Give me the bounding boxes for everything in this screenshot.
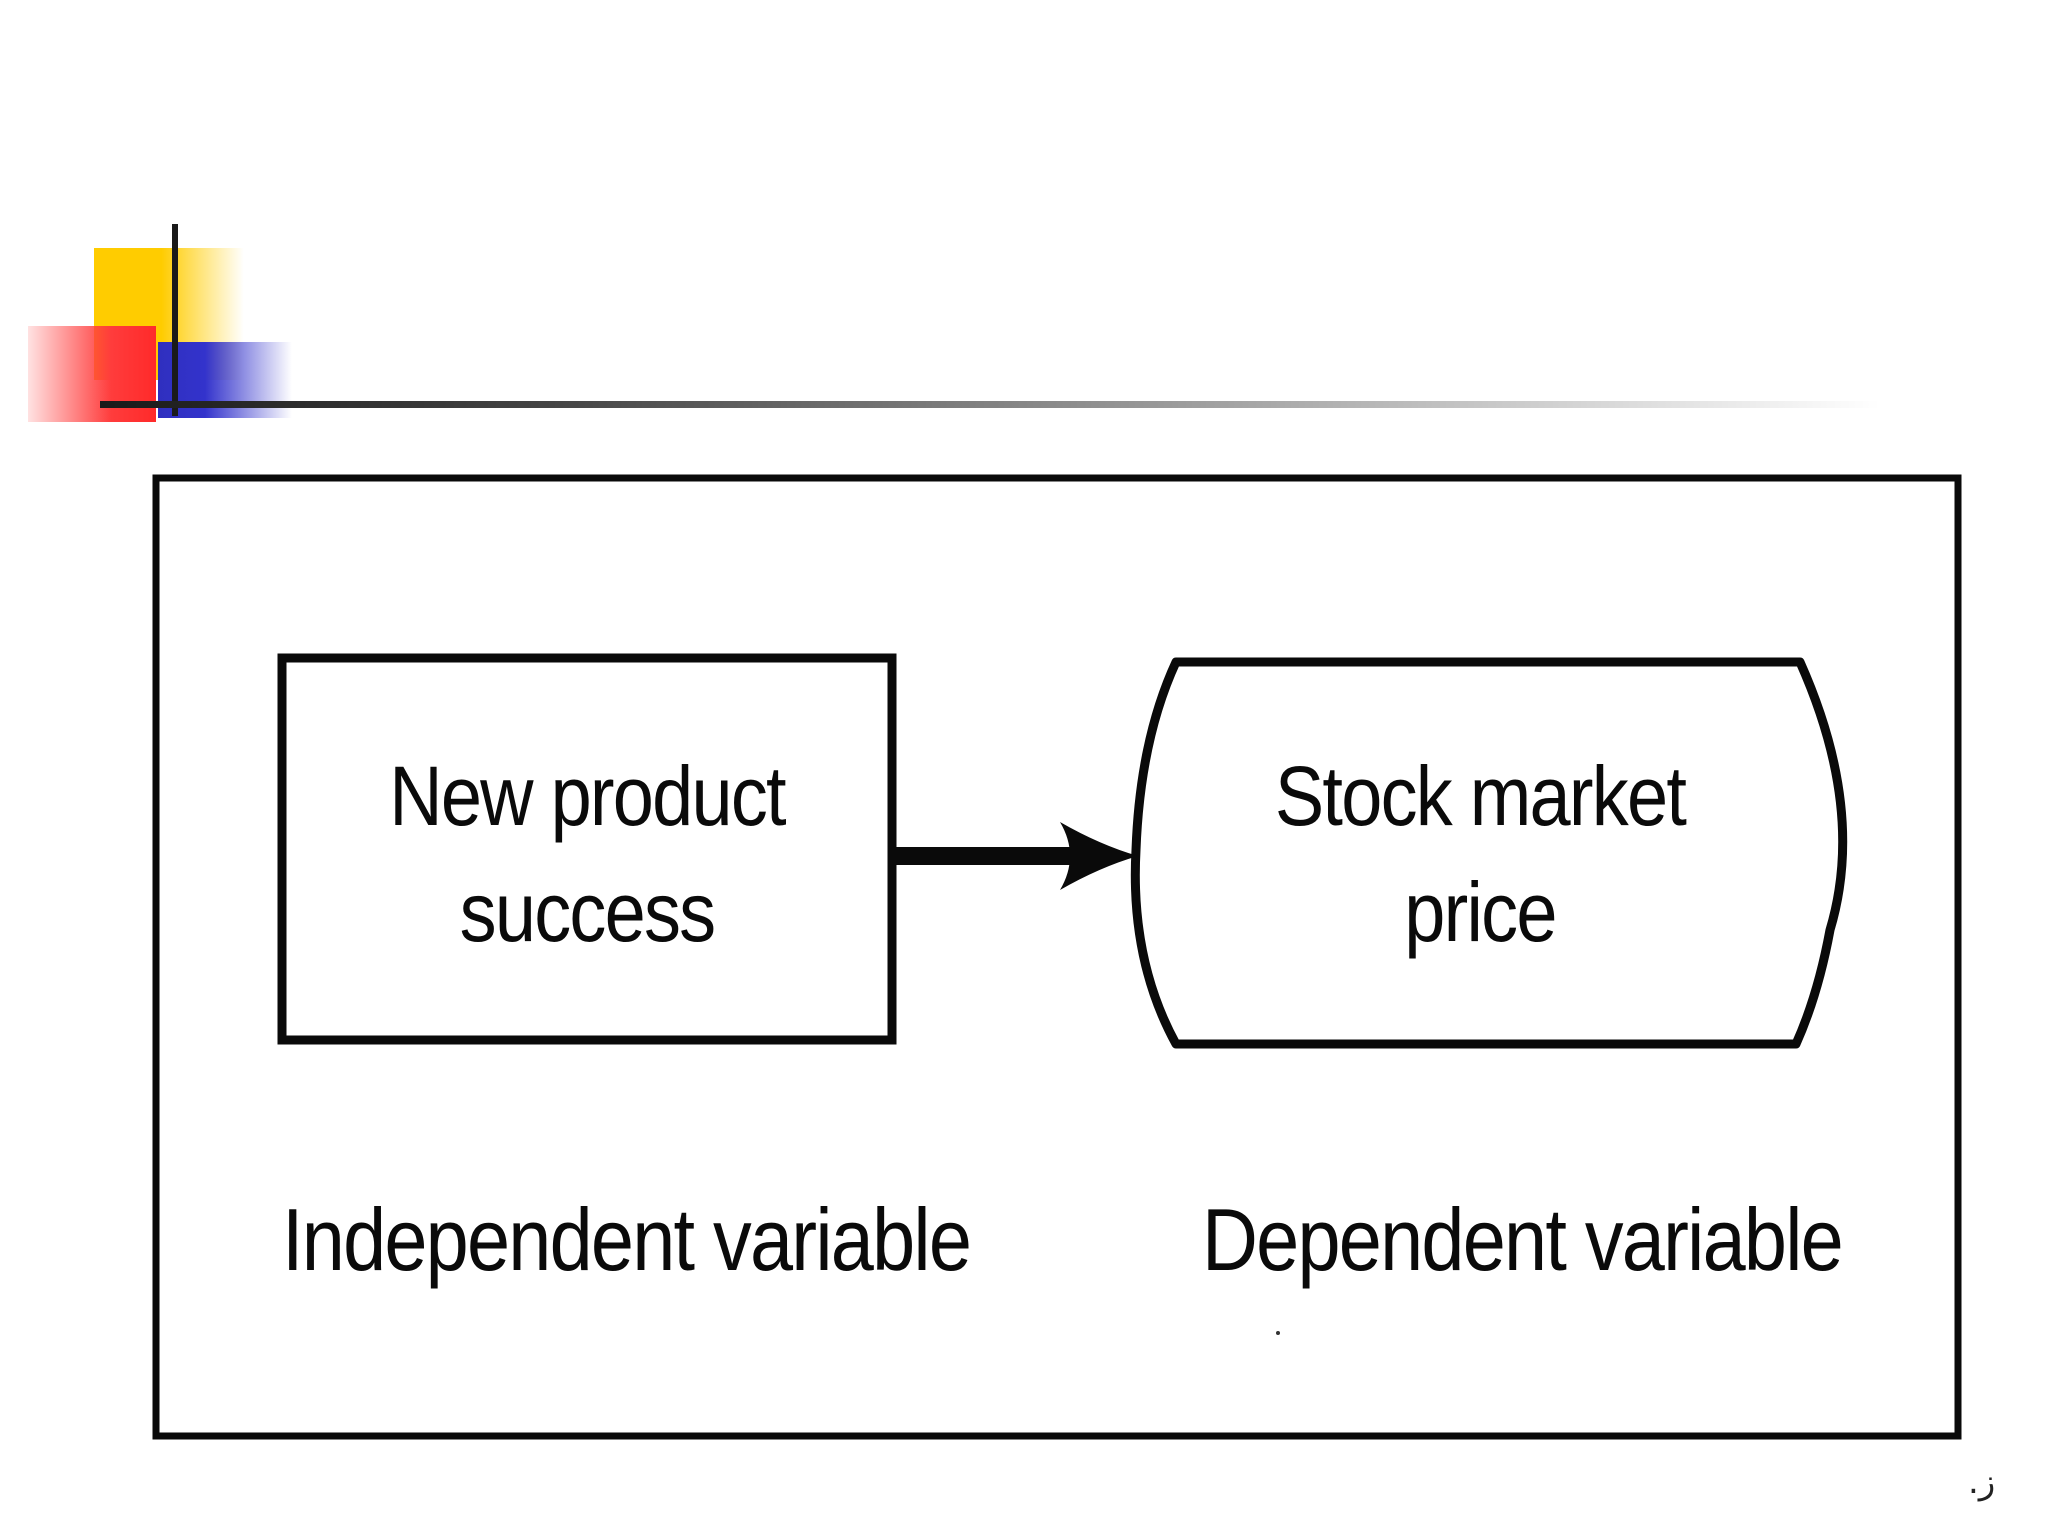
diagram-frame xyxy=(152,474,1962,1440)
node-dependent-label: Stock market price xyxy=(1274,749,1687,959)
decor-title-rule xyxy=(100,401,1880,408)
stray-dot xyxy=(1276,1331,1280,1335)
node-independent-label: New product success xyxy=(389,749,786,959)
independent-variable-label: Independent variable xyxy=(282,1190,972,1289)
decor-vertical-line xyxy=(172,224,178,416)
edge-arrowhead xyxy=(1060,822,1138,890)
slide-corner-mark: .ز xyxy=(1968,1462,1996,1502)
node-dependent-box xyxy=(1130,657,1848,1049)
dependent-variable-label: Dependent variable xyxy=(1202,1190,1844,1289)
